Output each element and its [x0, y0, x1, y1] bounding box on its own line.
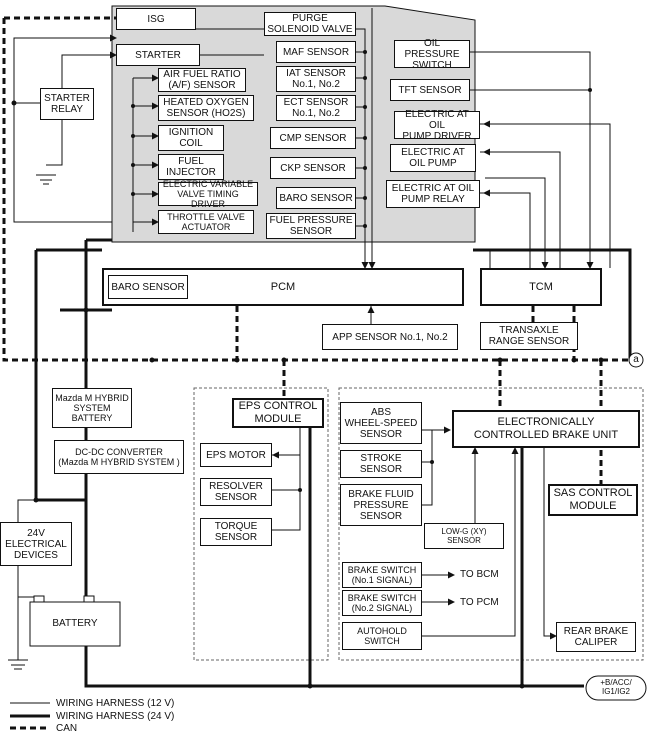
connector-a-label: a — [633, 354, 639, 365]
junction-dots — [11, 50, 604, 689]
ho2s-box: HEATED OXYGEN SENSOR (HO2S) — [158, 95, 254, 121]
fuel-pressure-box: FUEL PRESSURE SENSOR — [266, 213, 356, 239]
baro-sensor-top-box: BARO SENSOR — [276, 187, 356, 209]
stroke-sensor-box: STROKE SENSOR — [340, 450, 422, 478]
isg-box: ISG — [116, 8, 196, 30]
evvt-driver-box: ELECTRIC VARIABLE VALVE TIMING DRIVER — [158, 179, 258, 209]
dcdc-converter-box: DC-DC CONVERTER (Mazda M HYBRID SYSTEM ) — [54, 440, 184, 474]
purge-solenoid-box: PURGE SOLENOID VALVE — [264, 12, 356, 36]
power-terminal-shape — [585, 675, 647, 701]
ecbu-box: ELECTRONICALLY CONTROLLED BRAKE UNIT — [452, 410, 640, 448]
brake-fluid-pressure-box: BRAKE FLUID PRESSURE SENSOR — [340, 484, 422, 526]
resolver-sensor-box: RESOLVER SENSOR — [200, 478, 272, 506]
autohold-switch-box: AUTOHOLD SWITCH — [342, 622, 422, 650]
starter-relay-box: STARTER RELAY — [40, 88, 94, 120]
cmp-sensor-box: CMP SENSOR — [270, 127, 356, 149]
can-lines — [2, 16, 628, 486]
low-g-sensor-box: LOW-G (XY) SENSOR — [424, 523, 504, 549]
legend-24v: WIRING HARNESS (24 V) — [56, 711, 175, 722]
transaxle-range-box: TRANSAXLE RANGE SENSOR — [480, 322, 578, 350]
battery-label: BATTERY — [52, 618, 98, 629]
legend-12v: WIRING HARNESS (12 V) — [56, 698, 175, 709]
brake-group-frame — [338, 387, 644, 661]
tcm-box: TCM — [480, 268, 602, 306]
maf-sensor-box: MAF SENSOR — [276, 41, 356, 63]
ckp-sensor-box: CKP SENSOR — [270, 157, 356, 179]
ignition-coil-box: IGNITION COIL — [158, 125, 224, 151]
brake-switch-2-box: BRAKE SWITCH (No.2 SIGNAL) — [342, 590, 422, 616]
iat-sensor-box: IAT SENSOR No.1, No.2 — [276, 66, 356, 92]
battery-icon — [29, 595, 121, 647]
eps-control-module-box: EPS CONTROL MODULE — [232, 398, 324, 428]
oil-pressure-switch-box: OIL PRESSURE SWITCH — [394, 38, 470, 71]
throttle-actuator-box: THROTTLE VALVE ACTUATOR — [158, 210, 254, 234]
devices-24v-box: 24V ELECTRICAL DEVICES — [0, 522, 72, 566]
rear-brake-caliper-box: REAR BRAKE CALIPER — [556, 622, 636, 652]
ect-sensor-box: ECT SENSOR No.1, No.2 — [276, 95, 356, 121]
power-terminal-label: +B/ACC/ IG1/IG2 — [600, 678, 632, 696]
eps-motor-box: EPS MOTOR — [200, 443, 272, 467]
fuel-injector-box: FUEL INJECTOR — [158, 154, 224, 180]
wiring-12v — [8, 8, 611, 704]
mhev-battery-box: Mazda M HYBRID SYSTEM BATTERY — [52, 388, 132, 428]
to-bcm-label: TO BCM — [460, 569, 499, 580]
abs-wheel-speed-box: ABS WHEEL-SPEED SENSOR — [340, 402, 422, 444]
signal-arrows — [14, 34, 610, 640]
connector-a-circle — [628, 352, 644, 368]
to-pcm-label: TO PCM — [460, 597, 499, 608]
app-sensor-box: APP SENSOR No.1, No.2 — [322, 324, 458, 350]
oil-pump-box: ELECTRIC AT OIL PUMP — [390, 144, 476, 172]
baro-sensor-pcm-box: BARO SENSOR — [108, 275, 188, 299]
brake-switch-1-box: BRAKE SWITCH (No.1 SIGNAL) — [342, 562, 422, 588]
sas-control-module-box: SAS CONTROL MODULE — [548, 484, 638, 516]
torque-sensor-box: TORQUE SENSOR — [200, 518, 272, 546]
af-sensor-box: AIR FUEL RATIO (A/F) SENSOR — [158, 68, 246, 92]
tft-sensor-box: TFT SENSOR — [390, 79, 470, 101]
legend-can: CAN — [56, 723, 78, 734]
starter-box: STARTER — [116, 44, 200, 66]
oil-pump-driver-box: ELECTRIC AT OIL PUMP DRIVER — [394, 109, 480, 142]
oil-pump-relay-box: ELECTRIC AT OIL PUMP RELAY — [386, 180, 480, 208]
eps-group-frame — [193, 387, 329, 661]
